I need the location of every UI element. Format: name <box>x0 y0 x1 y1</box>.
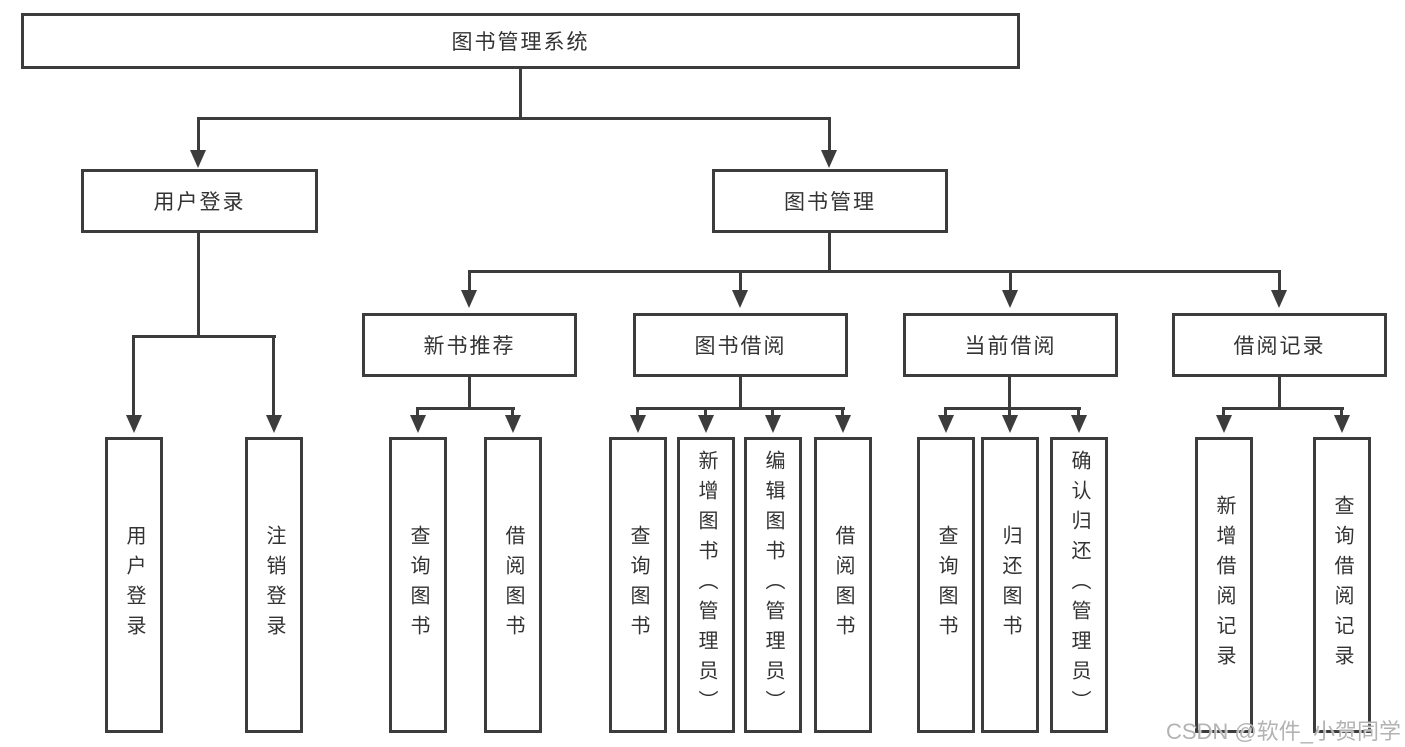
connector-drop <box>272 335 275 417</box>
arrow-down-icon <box>126 415 142 433</box>
connector-drop <box>416 407 419 417</box>
connector-drop <box>1222 407 1225 417</box>
node-library-system: 图书管理系统 <box>21 13 1020 69</box>
connector-drop <box>1340 407 1343 417</box>
connector-bar <box>636 407 845 410</box>
arrow-down-icon <box>266 415 282 433</box>
arrow-down-icon <box>630 415 646 433</box>
connector-drop <box>841 407 844 417</box>
arrow-down-icon <box>190 150 206 168</box>
arrow-down-icon <box>732 290 748 308</box>
connector-drop <box>468 270 471 292</box>
arrow-down-icon <box>1271 290 1287 308</box>
node-new-book-recommend: 新书推荐 <box>362 313 577 377</box>
connector-level2-bar <box>468 270 1281 273</box>
node-borrowing-records: 借阅记录 <box>1172 313 1387 377</box>
connector-drop <box>828 117 831 152</box>
connector-drop <box>511 407 514 417</box>
connector-trunk <box>1008 377 1011 409</box>
leaf-add-borrow-record: 新增借阅记录 <box>1195 437 1253 733</box>
connector-drop <box>636 407 639 417</box>
leaf-borrow-books-borrowing: 借阅图书 <box>814 437 872 733</box>
leaf-logout: 注销登录 <box>245 437 303 733</box>
connector-drop <box>197 117 200 152</box>
connector-level1-bar <box>197 117 831 120</box>
connector-trunk <box>739 377 742 409</box>
connector-drop <box>1009 270 1012 292</box>
connector-drop <box>1278 270 1281 292</box>
arrow-down-icon <box>461 290 477 308</box>
connector-drop <box>1077 407 1080 417</box>
leaf-user-login: 用户登录 <box>105 437 163 733</box>
leaf-query-books-recommend: 查询图书 <box>389 437 447 733</box>
arrow-down-icon <box>410 415 426 433</box>
node-book-management: 图书管理 <box>712 169 948 233</box>
leaf-query-books-borrowing: 查询图书 <box>609 437 667 733</box>
connector-drop <box>704 407 707 417</box>
leaf-query-books-current: 查询图书 <box>917 437 975 733</box>
arrow-down-icon <box>505 415 521 433</box>
connector-bar <box>944 407 1081 410</box>
arrow-down-icon <box>1071 415 1087 433</box>
watermark: CSDN @软件_小贺同学 <box>1165 719 1401 744</box>
leaf-return-book: 归还图书 <box>981 437 1039 733</box>
arrow-down-icon <box>1002 290 1018 308</box>
leaf-edit-book-admin: 编辑图书（管理员） <box>744 437 802 733</box>
connector-trunk <box>468 377 471 409</box>
node-user-login: 用户登录 <box>81 169 318 233</box>
arrow-down-icon <box>1334 415 1350 433</box>
arrow-down-icon <box>835 415 851 433</box>
arrow-down-icon <box>698 415 714 433</box>
connector-drop <box>132 335 135 417</box>
connector-userlogin-trunk <box>197 233 200 337</box>
connector-root-trunk <box>519 69 522 119</box>
connector-bar <box>1222 407 1344 410</box>
leaf-query-borrow-record: 查询借阅记录 <box>1313 437 1371 733</box>
connector-drop <box>771 407 774 417</box>
arrow-down-icon <box>1002 415 1018 433</box>
arrow-down-icon <box>938 415 954 433</box>
connector-bar <box>416 407 515 410</box>
connector-trunk <box>1278 377 1281 409</box>
connector-userlogin-bar <box>132 335 276 338</box>
connector-drop <box>944 407 947 417</box>
leaf-add-book-admin: 新增图书（管理员） <box>677 437 735 733</box>
connector-drop <box>1008 407 1011 417</box>
connector-drop <box>739 270 742 292</box>
leaf-confirm-return-admin: 确认归还（管理员） <box>1050 437 1108 733</box>
arrow-down-icon <box>821 150 837 168</box>
leaf-borrow-books-recommend: 借阅图书 <box>484 437 542 733</box>
arrow-down-icon <box>1216 415 1232 433</box>
node-book-borrowing: 图书借阅 <box>633 313 848 377</box>
connector-bookmgmt-trunk <box>828 233 831 272</box>
arrow-down-icon <box>765 415 781 433</box>
node-current-borrowing: 当前借阅 <box>903 313 1118 377</box>
